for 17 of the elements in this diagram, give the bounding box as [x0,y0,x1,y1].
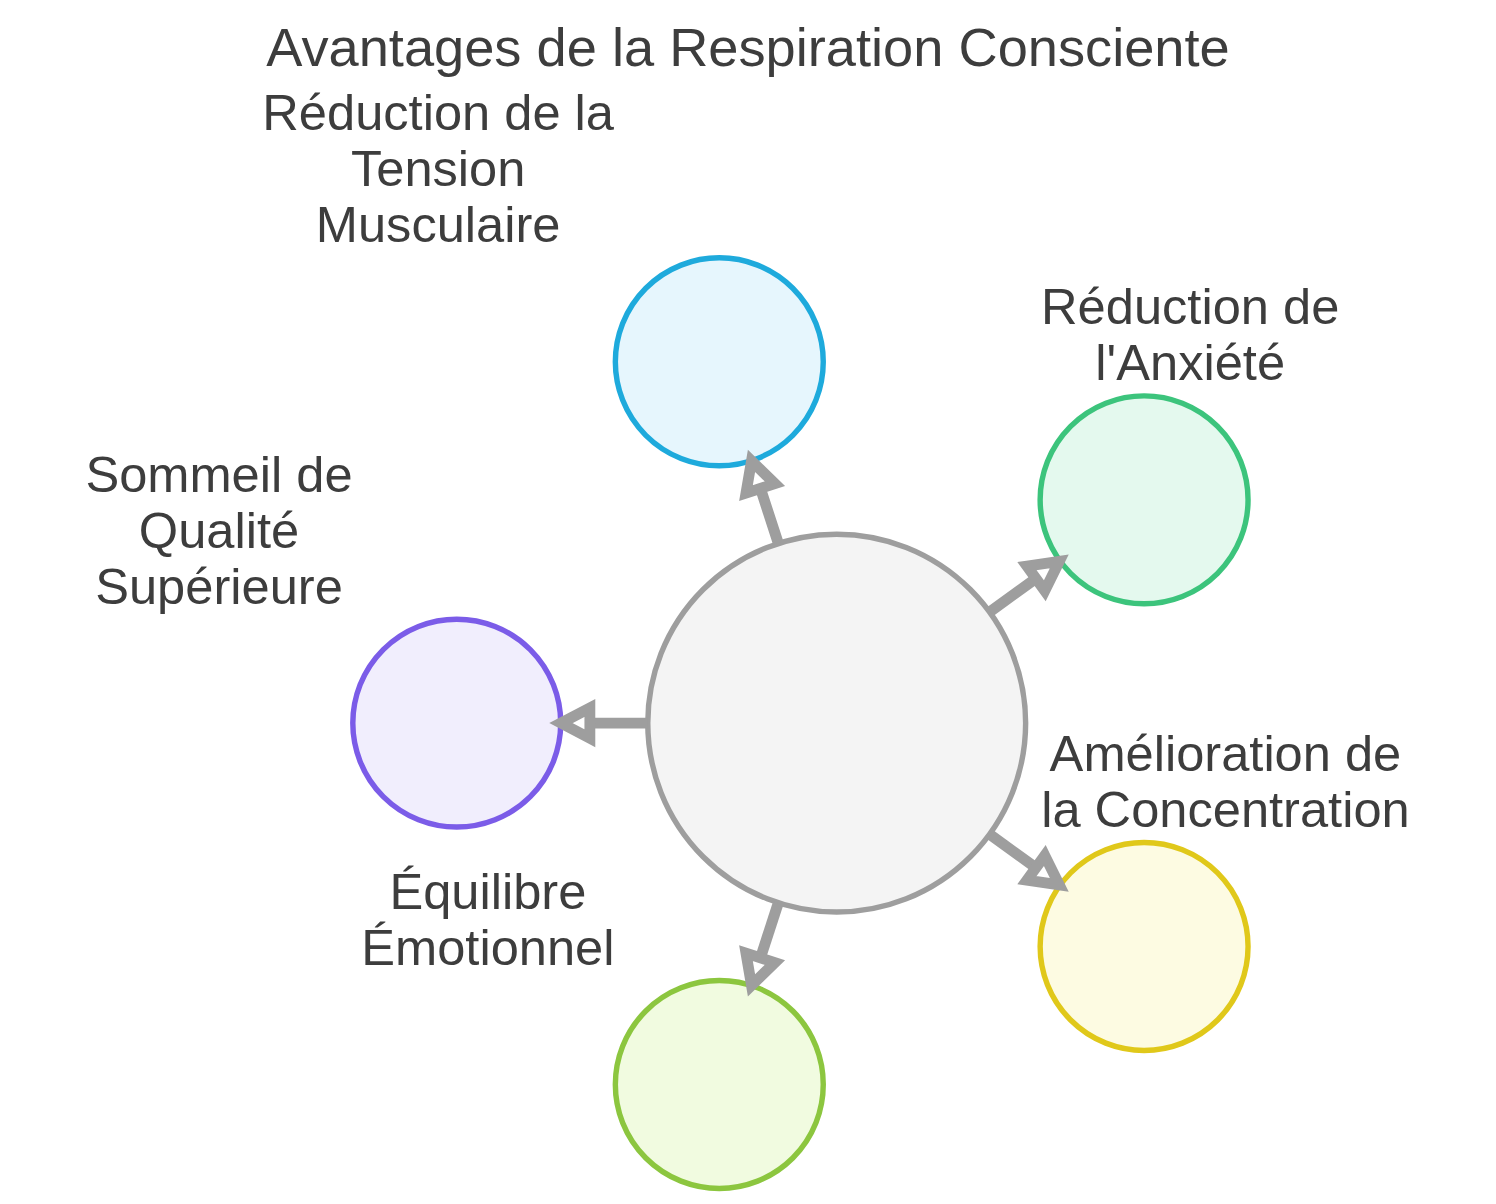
node-label: Sommeil de Qualité Supérieure [85,445,353,615]
node-label: Réduction de la Tension Musculaire [262,84,615,254]
arrow [987,830,1069,892]
node-circle [350,616,564,830]
node-label: Amélioration de la Concentration [1041,724,1410,838]
node-circle [612,255,826,469]
node-circle [1037,393,1251,607]
diagram-title: Avantages de la Respiration Consciente [266,17,1230,78]
arrow [739,901,786,997]
arrow [987,554,1069,616]
node-circle [645,531,1029,915]
arrow [549,698,648,748]
node-circle [1037,839,1251,1054]
node-label: Équilibre Émotionnel [361,862,615,976]
arrow [739,449,786,545]
node-label: Réduction de l'Anxiété [1041,278,1340,392]
node-circle [612,977,826,1192]
